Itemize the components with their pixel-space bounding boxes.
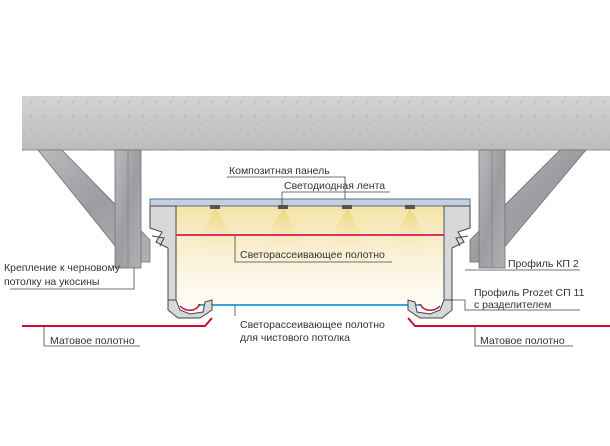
- led-chip-icon: [210, 205, 415, 209]
- label-mount-line1: Крепление к черновому: [4, 262, 121, 274]
- label-profile-prozet-line2: с разделителем: [474, 299, 551, 311]
- label-diffuser-lower-line1: Светорассеивающее полотно: [240, 319, 385, 331]
- label-mount-line2: потолку на укосины: [4, 276, 99, 288]
- leader-lines: [10, 176, 580, 347]
- label-matte-left: Матовое полотно: [50, 335, 135, 347]
- composite-panel: [149, 198, 471, 207]
- left-bracket: [37, 149, 151, 269]
- label-diffuser-upper: Светорассеивающее полотно: [240, 249, 385, 261]
- label-matte-right: Матовое полотно: [480, 335, 565, 347]
- concrete-slab: [22, 96, 610, 151]
- label-diffuser-lower-line2: для чистового потолка: [240, 332, 350, 344]
- right-bracket: [469, 149, 587, 269]
- light-box: [175, 205, 443, 305]
- label-led-strip: Светодиодная лента: [284, 180, 385, 192]
- profile-kp2-right: [443, 205, 471, 301]
- matte-membrane-right: [407, 317, 610, 327]
- label-profile-prozet-line1: Профиль Prozet СП 11: [474, 287, 585, 299]
- profile-kp2-left: [149, 205, 177, 301]
- matte-membrane-left: [22, 317, 213, 327]
- profile-prozet-left: [167, 299, 213, 319]
- label-profile-kp2: Профиль КП 2: [508, 258, 579, 270]
- label-composite-panel: Композитная панель: [229, 165, 330, 177]
- profile-prozet-right: [407, 299, 453, 319]
